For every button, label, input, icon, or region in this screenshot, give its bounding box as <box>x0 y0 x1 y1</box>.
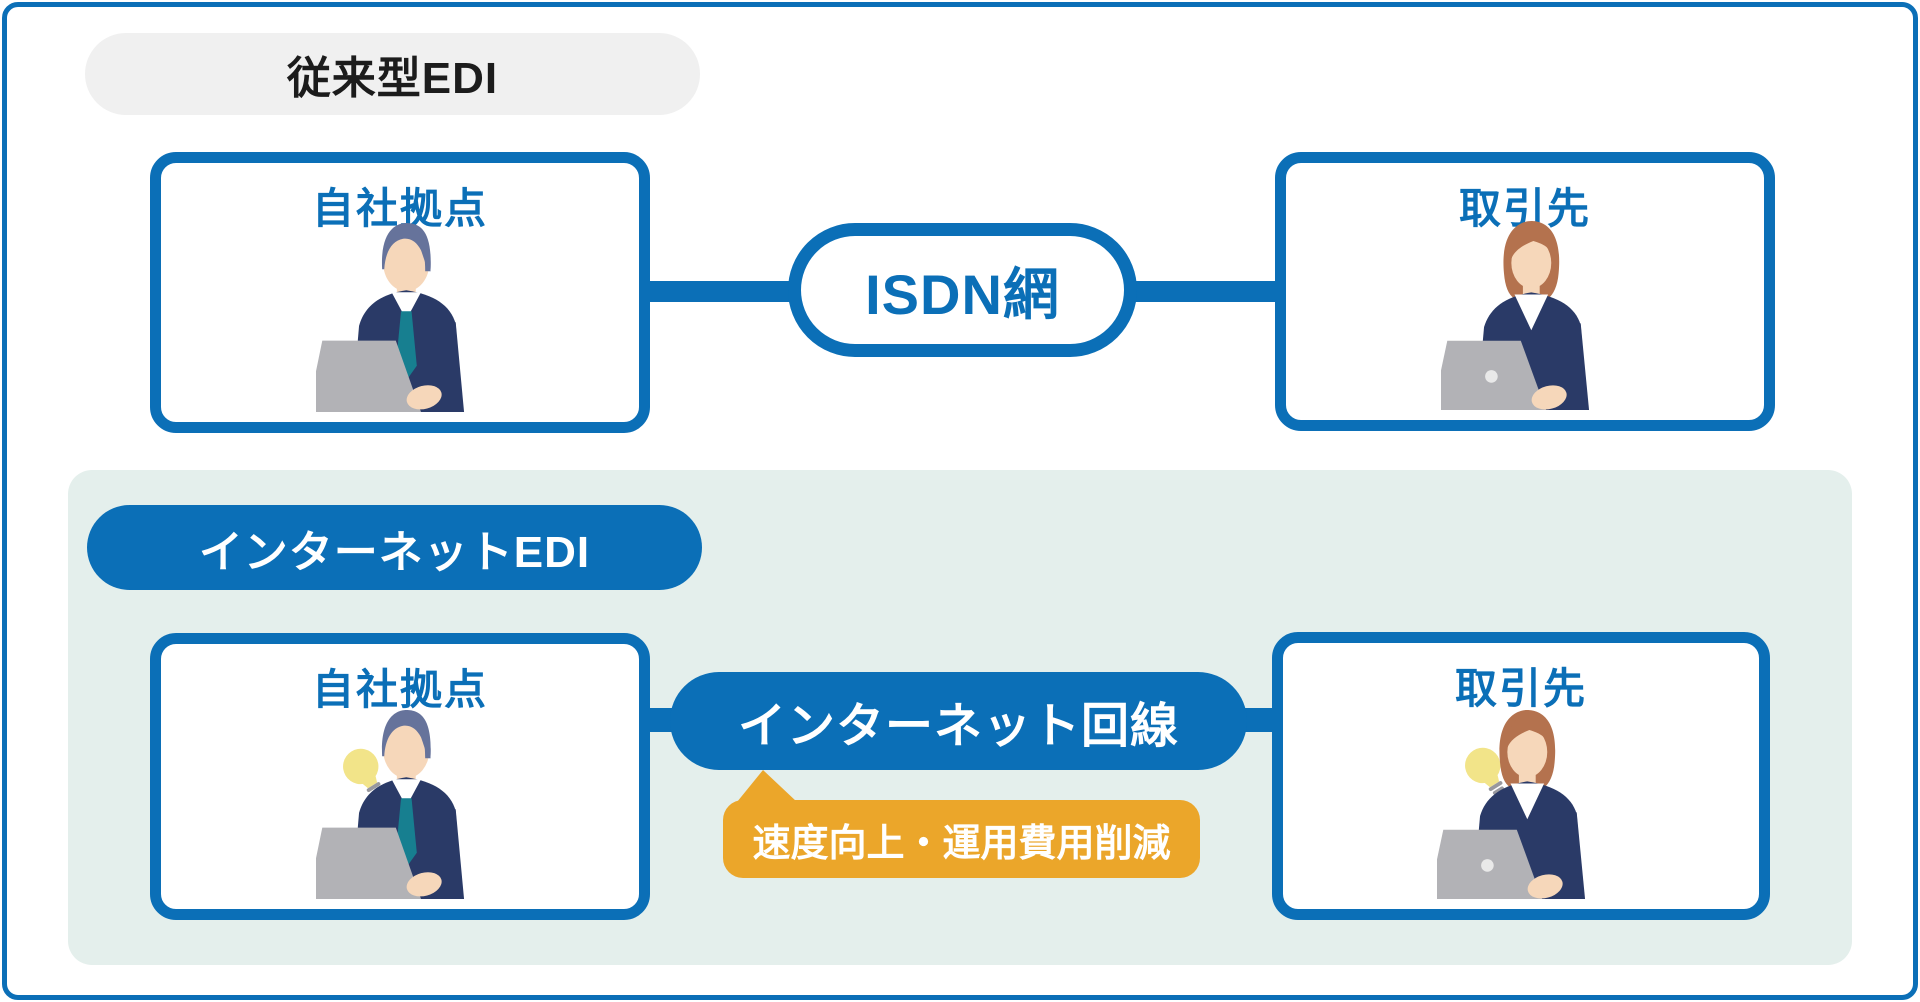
isdn-network-pill: ISDN網 <box>788 223 1137 357</box>
partner-box-internet: 取引先 <box>1272 632 1770 920</box>
man-at-laptop-icon <box>316 710 484 899</box>
box-title: 自社拠点 <box>311 185 488 232</box>
connector-line-right <box>1125 281 1290 302</box>
box-title: 取引先 <box>1454 665 1587 712</box>
man-at-laptop-icon <box>316 223 484 412</box>
internet-edi-label-pill: インターネットEDI <box>87 505 702 590</box>
company-site-box-internet: 自社拠点 <box>150 633 650 920</box>
benefit-callout: 速度向上・運用費用削減 <box>723 800 1200 878</box>
woman-at-laptop-icon <box>1437 710 1605 899</box>
company-site-box-traditional: 自社拠点 <box>150 152 650 433</box>
internet-line-pill: インターネット回線 <box>670 672 1247 770</box>
traditional-edi-label-pill: 従来型EDI <box>85 33 700 115</box>
box-title: 自社拠点 <box>311 666 488 713</box>
connector-line-left <box>635 281 800 302</box>
woman-at-laptop-icon <box>1441 221 1609 410</box>
callout-pointer <box>737 770 797 802</box>
partner-box-traditional: 取引先 <box>1275 152 1775 431</box>
